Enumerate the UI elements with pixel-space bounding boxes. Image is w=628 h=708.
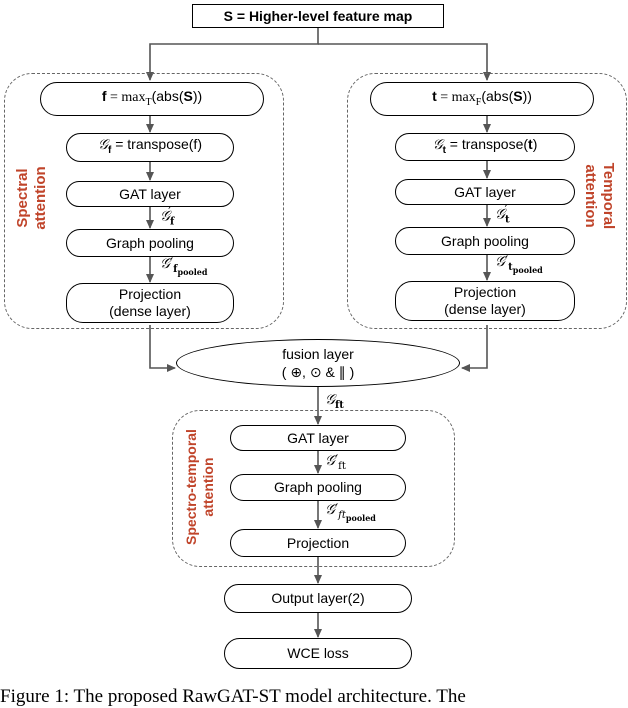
- temporal-attention-label: Temporal attention: [581, 154, 617, 238]
- wce-loss-label: WCE loss: [287, 645, 349, 661]
- t-tail: (abs(: [481, 87, 514, 104]
- projection-right: Projection (dense layer): [395, 281, 575, 321]
- projection-bottom-label: Projection: [286, 534, 350, 551]
- gat-layer-right: GAT layer: [395, 179, 575, 205]
- f-transpose-node: 𝒢f = transpose(f): [66, 133, 234, 162]
- spectro-temporal-label-line2: attention: [200, 457, 216, 517]
- projection-left-line2: (dense layer): [109, 303, 191, 319]
- fusion-layer-line1: fusion layer: [282, 346, 354, 362]
- g-f-prime-label: 𝒢f′: [160, 205, 175, 228]
- gat-layer-right-label: GAT layer: [454, 183, 516, 200]
- g-f-prime-symbol: 𝒢: [160, 208, 170, 225]
- t-sub: F: [475, 96, 482, 108]
- spectral-label-line1: Spectral: [14, 168, 31, 228]
- t-S: S: [513, 87, 523, 104]
- g-ft-label: 𝒢ft: [325, 392, 344, 411]
- spectral-label-line2: attention: [32, 166, 49, 230]
- g-t-pooled-subsub: pooled: [512, 264, 543, 275]
- g-t-prime-label: 𝒢t′: [495, 203, 510, 226]
- t-max-node: t = maxF(abs(S)): [370, 82, 594, 116]
- graph-pooling-bottom: Graph pooling: [230, 474, 406, 501]
- g-ft-prime-symbol: 𝒢′: [325, 453, 339, 469]
- g-f-sub: f: [107, 144, 112, 156]
- f-op: = max: [106, 89, 146, 105]
- g-t-symbol: 𝒢: [432, 136, 443, 153]
- g-ft-pooled-sub: ft: [338, 509, 346, 521]
- t-transpose-text-a: = transpose(: [445, 135, 529, 152]
- g-ft-pooled-label: 𝒢′ftpooled: [325, 502, 376, 523]
- graph-pooling-left-label: Graph pooling: [106, 234, 194, 251]
- f-symbol: f: [101, 87, 107, 104]
- gat-layer-left-label: GAT layer: [119, 185, 181, 202]
- f-transpose-text: = transpose(f): [111, 136, 202, 153]
- g-f-pooled-sub: f: [173, 263, 178, 275]
- fusion-layer-line2: ( ⊕, ⊙ & ∥ ): [281, 364, 355, 380]
- g-f-pooled-symbol: 𝒢′: [160, 256, 174, 272]
- t-end: )): [522, 87, 532, 104]
- temporal-label-line1: Temporal: [600, 162, 617, 230]
- output-layer-label: Output layer(2): [271, 590, 365, 606]
- g-ft-sub: ft: [334, 399, 344, 411]
- g-ft-prime-sub: ft: [338, 460, 346, 472]
- temporal-attention-group: [347, 73, 627, 329]
- f-S: S: [183, 87, 193, 104]
- g-f-prime-sub: f: [169, 216, 175, 228]
- g-t-pooled-symbol: 𝒢′: [495, 254, 509, 270]
- g-ft-pooled-symbol: 𝒢′: [325, 502, 339, 518]
- edge-right-to-fusion: [461, 325, 488, 372]
- graph-pooling-right-label: Graph pooling: [441, 232, 529, 249]
- t-op: = max: [436, 89, 476, 105]
- g-t-prime-sub: t: [504, 214, 510, 226]
- t-symbol: t: [432, 87, 437, 104]
- g-t-prime-symbol: 𝒢: [495, 206, 505, 223]
- output-layer-node: Output layer(2): [224, 584, 412, 613]
- spectral-attention-label: Spectral attention: [14, 158, 50, 238]
- figure-caption: Figure 1: The proposed RawGAT-ST model a…: [0, 686, 466, 707]
- g-f-symbol: 𝒢: [98, 137, 108, 154]
- g-t-pooled-sub: t: [508, 261, 513, 273]
- g-t-sub: t: [442, 144, 446, 156]
- g-ft-prime-label: 𝒢′ft: [325, 453, 346, 472]
- fusion-layer-node: fusion layer ( ⊕, ⊙ & ∥ ): [176, 339, 460, 387]
- feature-map-label: S = Higher-level feature map: [223, 7, 413, 24]
- g-t-pooled-label: 𝒢′tpooled: [495, 254, 543, 275]
- g-f-pooled-label: 𝒢′fpooled: [160, 256, 207, 277]
- g-t-prime-mark: ′: [504, 203, 508, 216]
- f-tail: (abs(: [151, 87, 184, 104]
- spectro-temporal-attention-label: Spectro-temporal attention: [183, 422, 217, 552]
- f-max-node: f = maxT(abs(S)): [40, 82, 264, 116]
- f-end: )): [192, 87, 203, 104]
- feature-map-node: S = Higher-level feature map: [192, 4, 444, 28]
- spectro-temporal-attention-group: [172, 410, 455, 567]
- t-transpose-text-c: ): [532, 135, 538, 152]
- gat-layer-bottom-label: GAT layer: [287, 429, 349, 446]
- t-transpose-text-b: t: [528, 135, 533, 152]
- spectral-attention-group: [4, 73, 284, 329]
- temporal-label-line2: attention: [582, 164, 599, 228]
- g-f-pooled-subsub: pooled: [177, 266, 208, 277]
- projection-right-line1: Projection: [453, 284, 517, 300]
- g-ft-symbol: 𝒢: [325, 392, 335, 408]
- f-sub: T: [145, 96, 152, 108]
- gat-layer-left: GAT layer: [66, 181, 234, 207]
- gat-layer-bottom: GAT layer: [230, 425, 406, 451]
- edge-left-to-fusion: [149, 325, 176, 372]
- g-ft-pooled-subsub: pooled: [345, 512, 376, 523]
- graph-pooling-left: Graph pooling: [66, 229, 234, 257]
- edge-top-right: [318, 43, 491, 81]
- projection-left-line1: Projection: [118, 286, 182, 302]
- graph-pooling-bottom-label: Graph pooling: [274, 479, 362, 495]
- g-f-prime-mark: ′: [168, 205, 171, 218]
- graph-pooling-right: Graph pooling: [395, 227, 575, 255]
- edge-top-split: [146, 26, 319, 81]
- t-transpose-node: 𝒢t = transpose(t): [395, 133, 575, 161]
- projection-left: Projection (dense layer): [66, 283, 234, 323]
- projection-bottom: Projection: [230, 529, 406, 557]
- projection-right-line2: (dense layer): [444, 301, 526, 317]
- spectro-temporal-label-line1: Spectro-temporal: [183, 429, 199, 545]
- wce-loss-node: WCE loss: [224, 638, 412, 669]
